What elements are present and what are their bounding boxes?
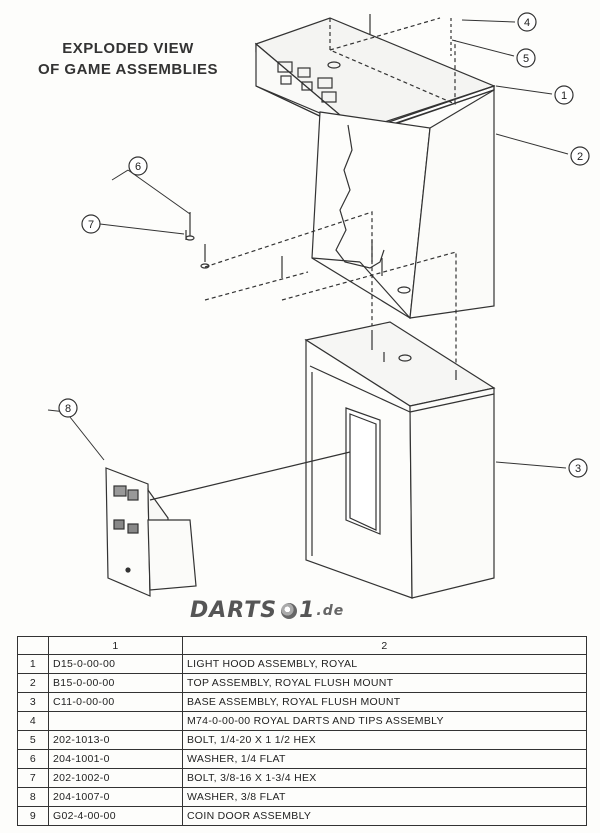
callout-leaders (47, 19, 569, 469)
part-number: C11-0-00-00 (48, 692, 183, 712)
darts1-logo: DARTS 1 .de (190, 598, 344, 623)
part-number: D15-0-00-00 (48, 654, 183, 674)
part-number: 202-1013-0 (48, 730, 183, 750)
loose-bolts (185, 212, 210, 269)
table-row: 4 M74-0-00-00 ROYAL DARTS AND TIPS ASSEM… (17, 711, 587, 731)
callout-5: 5 (516, 48, 536, 68)
logo-tld: .de (316, 602, 345, 619)
callout-4-label: 4 (524, 17, 530, 29)
callout-2: 2 (570, 146, 590, 166)
row-number: 4 (17, 711, 49, 731)
part-number: 202-1002-0 (48, 768, 183, 788)
exploded-view-drawing: 4 5 1 2 3 6 7 8 (47, 12, 590, 599)
parts-table-header: 1 2 (17, 636, 587, 655)
part-number: 204-1001-0 (48, 749, 183, 769)
part-description: WASHER, 3/8 FLAT (182, 787, 587, 807)
callout-6: 6 (128, 156, 148, 176)
callout-1-label: 1 (561, 90, 567, 102)
callout-4: 4 (517, 12, 537, 32)
diagram-title: EXPLODED VIEW OF GAME ASSEMBLIES (8, 38, 248, 80)
callout-2-label: 2 (577, 151, 583, 163)
title-line-2: OF GAME ASSEMBLIES (37, 61, 219, 78)
base-assembly (304, 321, 496, 599)
part-number: G02-4-00-00 (48, 806, 183, 826)
row-number: 6 (17, 749, 49, 769)
logo-dart-icon (281, 602, 298, 619)
part-number: 204-1007-0 (48, 787, 183, 807)
table-row: 9 G02-4-00-00 COIN DOOR ASSEMBLY (17, 806, 587, 826)
part-description: COIN DOOR ASSEMBLY (182, 806, 587, 826)
row-number: 2 (17, 673, 49, 693)
row-number: 1 (17, 654, 49, 674)
callout-1: 1 (554, 85, 574, 105)
part-description: BOLT, 3/8-16 X 1-3/4 HEX (182, 768, 587, 788)
row-number: 9 (17, 806, 49, 826)
callout-5-label: 5 (523, 53, 529, 65)
callout-8-label: 8 (65, 403, 71, 415)
callout-6-label: 6 (135, 161, 141, 173)
coin-door-assembly (105, 451, 351, 597)
part-description: TOP ASSEMBLY, ROYAL FLUSH MOUNT (182, 673, 587, 693)
table-row: 5 202-1013-0 BOLT, 1/4-20 X 1 1/2 HEX (17, 730, 587, 750)
table-row: 2 B15-0-00-00 TOP ASSEMBLY, ROYAL FLUSH … (17, 673, 587, 693)
table-row: 8 204-1007-0 WASHER, 3/8 FLAT (17, 787, 587, 807)
table-row: 6 204-1001-0 WASHER, 1/4 FLAT (17, 749, 587, 769)
part-description: BOLT, 1/4-20 X 1 1/2 HEX (182, 730, 587, 750)
callout-7: 7 (81, 214, 101, 234)
row-number: 8 (17, 787, 49, 807)
top-assembly (204, 88, 495, 380)
part-description: LIGHT HOOD ASSEMBLY, ROYAL (182, 654, 587, 674)
header-index (17, 636, 49, 655)
part-description: M74-0-00-00 ROYAL DARTS AND TIPS ASSEMBL… (182, 711, 587, 731)
part-number (48, 711, 183, 731)
title-line-1: EXPLODED VIEW (62, 40, 194, 57)
callout-3: 3 (568, 458, 588, 478)
header-description: 2 (182, 636, 587, 655)
part-description: WASHER, 1/4 FLAT (182, 749, 587, 769)
parts-table: 1 2 1 D15-0-00-00 LIGHT HOOD ASSEMBLY, R… (17, 636, 587, 826)
part-number: B15-0-00-00 (48, 673, 183, 693)
logo-digit: 1 (299, 598, 316, 623)
row-number: 5 (17, 730, 49, 750)
row-number: 7 (17, 768, 49, 788)
row-number: 3 (17, 692, 49, 712)
callout-7-label: 7 (88, 219, 94, 231)
table-row: 1 D15-0-00-00 LIGHT HOOD ASSEMBLY, ROYAL (17, 654, 587, 674)
table-row: 7 202-1002-0 BOLT, 3/8-16 X 1-3/4 HEX (17, 768, 587, 788)
callout-8: 8 (58, 398, 78, 418)
header-part-number: 1 (48, 636, 183, 655)
callout-3-label: 3 (575, 463, 581, 475)
logo-text: DARTS (190, 598, 278, 623)
part-description: BASE ASSEMBLY, ROYAL FLUSH MOUNT (182, 692, 587, 712)
table-row: 3 C11-0-00-00 BASE ASSEMBLY, ROYAL FLUSH… (17, 692, 587, 712)
